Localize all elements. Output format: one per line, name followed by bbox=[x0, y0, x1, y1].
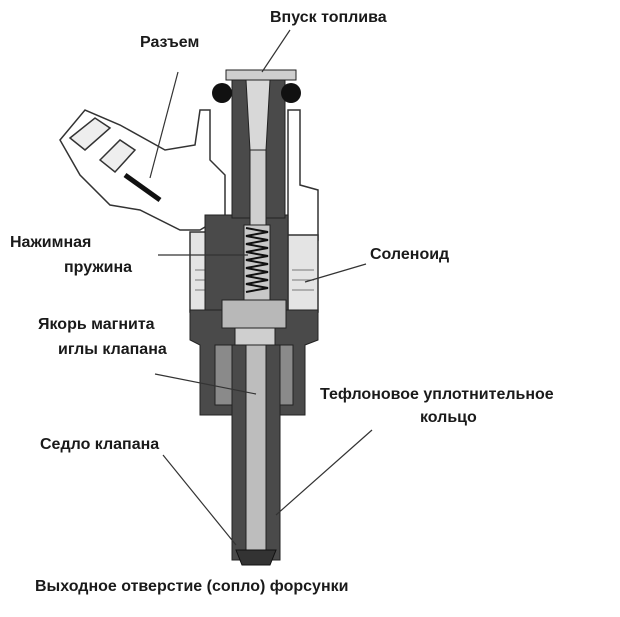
solenoid-right bbox=[287, 234, 319, 313]
armature bbox=[221, 299, 287, 329]
label-spring-1: Нажимная bbox=[10, 234, 92, 251]
o-ring-left bbox=[212, 83, 232, 103]
spring bbox=[245, 227, 269, 293]
o-ring-right bbox=[281, 83, 301, 103]
connector-housing bbox=[59, 109, 319, 241]
label-fuel-inlet: Впуск топлива bbox=[270, 9, 387, 26]
label-valve-seat: Седло клапана bbox=[40, 436, 160, 453]
label-teflon-1: Тефлоновое уплотнительное bbox=[320, 386, 554, 403]
label-spring-2: пружина bbox=[64, 259, 133, 276]
label-connector: Разъем bbox=[140, 34, 200, 51]
label-armature-1: Якорь магнита bbox=[38, 316, 155, 333]
label-teflon-2: кольцо bbox=[420, 409, 477, 426]
inlet-cap bbox=[225, 69, 297, 81]
leader-lines bbox=[149, 29, 373, 546]
needle bbox=[245, 344, 267, 551]
label-nozzle: Выходное отверстие (сопло) форсунки bbox=[35, 578, 349, 595]
label-solenoid: Соленоид bbox=[370, 246, 450, 263]
label-armature-2: иглы клапана bbox=[58, 341, 167, 358]
